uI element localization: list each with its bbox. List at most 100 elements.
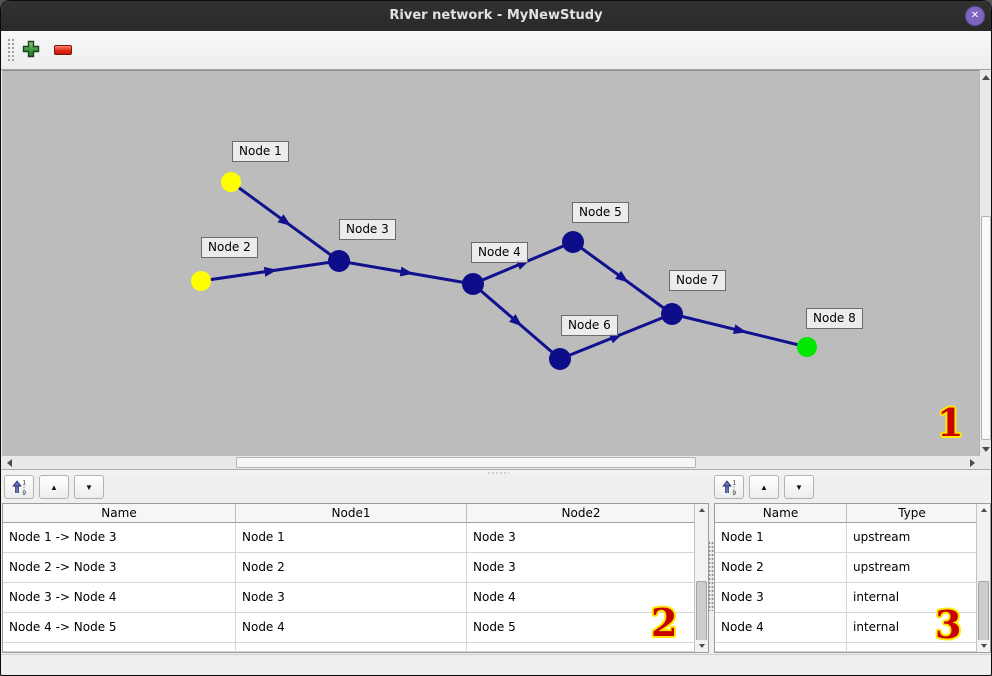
nodes-header-name[interactable]: Name [715, 504, 847, 523]
vertical-scrollbar-thumb[interactable] [981, 216, 991, 440]
edge-n5-n7[interactable] [572, 240, 673, 316]
canvas-vertical-scrollbar[interactable] [979, 70, 991, 456]
toolbar-grip-handle[interactable] [7, 38, 16, 62]
links-cell[interactable]: Node 3 [236, 583, 467, 613]
links-cell[interactable]: Node 3 [467, 523, 696, 553]
scroll-up-button[interactable] [977, 504, 990, 516]
node-label-n4[interactable]: Node 4 [471, 242, 528, 263]
edge-arrowhead-icon [509, 314, 523, 327]
scroll-up-button[interactable] [695, 504, 708, 516]
node-label-n5[interactable]: Node 5 [572, 202, 629, 223]
node-label-n1[interactable]: Node 1 [232, 141, 289, 162]
links-cell[interactable]: Node 3 -> Node 4 [3, 583, 236, 613]
svg-text:1: 1 [732, 480, 736, 486]
node-n8[interactable] [797, 337, 817, 357]
links-header-node2[interactable]: Node2 [467, 504, 696, 523]
links-move-down-button[interactable]: ▼ [74, 475, 104, 499]
vertical-splitter[interactable] [708, 541, 714, 611]
node-label-n6[interactable]: Node 6 [561, 315, 618, 336]
table-scrollbar-thumb[interactable] [978, 581, 989, 641]
links-header-name[interactable]: Name [3, 504, 236, 523]
edge-n4-n6[interactable] [472, 282, 561, 361]
horizontal-scrollbar-thumb[interactable] [236, 457, 696, 468]
links-sort-button[interactable]: 1 9 [4, 475, 34, 499]
river-network-graph [191, 172, 817, 370]
nodes-cell[interactable]: upstream [847, 523, 978, 553]
node-n1[interactable] [221, 172, 241, 192]
add-button[interactable] [18, 37, 44, 63]
down-arrow-icon: ▼ [85, 482, 93, 492]
scroll-down-button[interactable] [980, 442, 991, 456]
node-n2[interactable] [191, 271, 211, 291]
links-cell[interactable]: Node 3 [467, 553, 696, 583]
scroll-up-button[interactable] [980, 70, 991, 84]
edge-n2-n3[interactable] [200, 259, 340, 283]
links-cell[interactable]: Node 2 [236, 553, 467, 583]
edge-n3-n4[interactable] [338, 259, 474, 286]
edge-arrowhead-icon [263, 266, 278, 277]
node-n3[interactable] [328, 250, 350, 272]
titlebar[interactable]: River network - MyNewStudy ✕ [1, 1, 991, 32]
links-cell[interactable]: Node 4 [236, 613, 467, 643]
links-cell[interactable]: Node 1 [236, 523, 467, 553]
links-move-up-button[interactable]: ▲ [39, 475, 69, 499]
node-label-n8[interactable]: Node 8 [806, 308, 863, 329]
links-cell[interactable]: Node 4 -> Node 5 [3, 613, 236, 643]
links-header-node1[interactable]: Node1 [236, 504, 467, 523]
edge-n1-n3[interactable] [230, 180, 340, 263]
nodes-cell[interactable]: upstream [847, 553, 978, 583]
scroll-left-button[interactable] [2, 456, 16, 469]
node-n4[interactable] [462, 273, 484, 295]
close-button[interactable]: ✕ [965, 6, 985, 26]
triangle-up-icon [982, 74, 990, 80]
edge-n7-n8[interactable] [671, 312, 808, 349]
nodes-cell[interactable]: Node 2 [715, 553, 847, 583]
nodes-sort-button[interactable]: 1 9 [714, 475, 744, 499]
node-n7[interactable] [661, 303, 683, 325]
node-label-n7[interactable]: Node 7 [669, 270, 726, 291]
links-cell[interactable]: Node 1 -> Node 3 [3, 523, 236, 553]
nodes-cell[interactable]: Node 1 [715, 523, 847, 553]
scroll-down-button[interactable] [695, 640, 708, 652]
table-scrollbar-thumb[interactable] [696, 581, 707, 641]
status-bar [1, 654, 991, 675]
minus-icon [54, 44, 72, 55]
node-n5[interactable] [562, 231, 584, 253]
svg-text:9: 9 [22, 491, 26, 496]
svg-text:1: 1 [22, 480, 26, 486]
links-table-scrollbar[interactable] [694, 504, 708, 652]
triangle-down-icon [980, 644, 987, 648]
nodes-table-scrollbar[interactable] [976, 504, 990, 652]
scroll-down-button[interactable] [977, 640, 990, 652]
triangle-down-icon [698, 644, 705, 648]
main-toolbar [1, 31, 991, 70]
som-mark-1: 1 [937, 400, 964, 445]
nodes-header-type[interactable]: Type [847, 504, 978, 523]
remove-button[interactable] [50, 37, 76, 63]
links-cell[interactable]: Node 2 -> Node 3 [3, 553, 236, 583]
canvas-horizontal-scrollbar[interactable] [2, 456, 979, 469]
node-n6[interactable] [549, 348, 571, 370]
edge-arrowhead-icon [609, 333, 623, 344]
links-cell [236, 643, 467, 652]
nodes-move-up-button[interactable]: ▲ [749, 475, 779, 499]
node-label-n2[interactable]: Node 2 [201, 237, 258, 258]
nodes-move-down-button[interactable]: ▼ [784, 475, 814, 499]
horizontal-splitter[interactable] [1, 469, 991, 475]
node-label-n3[interactable]: Node 3 [339, 219, 396, 240]
edge-n6-n7[interactable] [559, 312, 673, 361]
network-canvas[interactable]: Node 1 Node 2 Node 3 Node 4 Node 5 Node 6 Node… [2, 70, 979, 457]
nodes-cell[interactable]: Node 4 [715, 613, 847, 643]
scroll-right-button[interactable] [965, 456, 979, 469]
nodes-cell[interactable]: Node 3 [715, 583, 847, 613]
